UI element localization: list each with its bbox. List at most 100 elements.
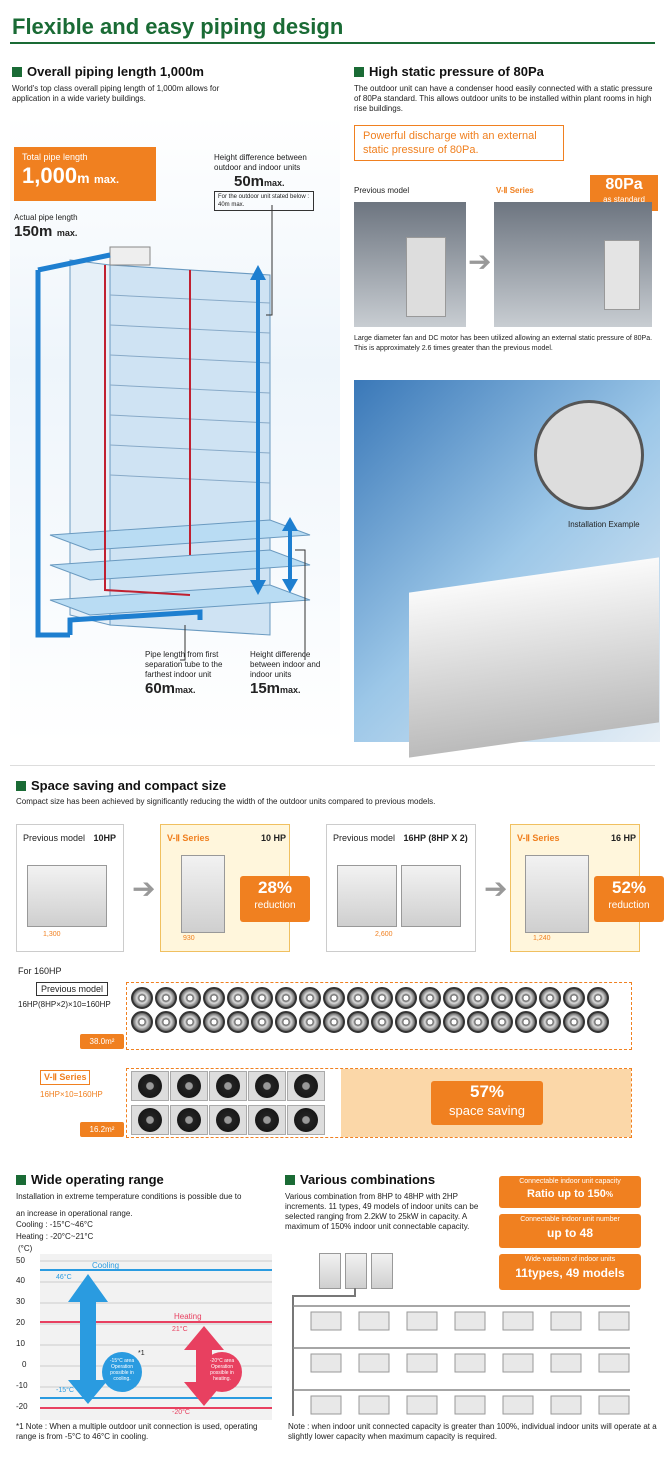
- heating-label: Heating: [174, 1312, 202, 1321]
- static-heading: High static pressure of 80Pa: [354, 64, 544, 79]
- indoor-height-label: Height difference between indoor and ind…: [250, 650, 321, 679]
- variation-value: 11types, 49 models: [515, 1266, 625, 1280]
- number-badge: Connectable indoor unit number up to 48: [499, 1214, 641, 1248]
- fan-icon: [563, 987, 585, 1009]
- panel-label: Previous model: [23, 833, 86, 843]
- fan-icon: [248, 1071, 286, 1101]
- reduction-pct: 52%: [611, 878, 647, 897]
- fan-icon: [467, 987, 489, 1009]
- panel-dim: 1,300: [43, 931, 61, 938]
- total-pipe-value: 1,000: [22, 163, 78, 188]
- fan-icon: [347, 987, 369, 1009]
- saving-label: space saving: [449, 1103, 525, 1118]
- indoor-height-callout: Height difference between indoor and ind…: [250, 650, 330, 698]
- fan-icon: [209, 1105, 247, 1135]
- fan-icon: [323, 1011, 345, 1033]
- combos-heading-text: Various combinations: [300, 1172, 436, 1187]
- fan-icon: [443, 1011, 465, 1033]
- badge-80pa-value: 80Pa: [605, 176, 643, 193]
- height-diff-callout: Height difference between outdoor and in…: [214, 153, 334, 211]
- outdoor-unit-image: [319, 1253, 341, 1289]
- fan-icon: [419, 987, 441, 1009]
- fan-icon: [227, 1011, 249, 1033]
- range-heading: Wide operating range: [16, 1172, 164, 1187]
- space-desc: Compact size has been achieved by signif…: [16, 797, 436, 806]
- v2-tag: V-Ⅱ Series: [40, 1070, 91, 1085]
- unit-image: [337, 865, 397, 927]
- fan-icon: [275, 1011, 297, 1033]
- space-heading-text: Space saving and compact size: [31, 778, 227, 793]
- fan-icon: [395, 1011, 417, 1033]
- total-pipe-label: Total pipe length: [22, 152, 88, 162]
- fan-icon: [131, 1011, 153, 1033]
- piping-desc: World's top class overall piping length …: [12, 84, 220, 103]
- tick-label: -10: [16, 1381, 28, 1390]
- fan-icon: [347, 1011, 369, 1033]
- panel-dim: 2,600: [375, 931, 393, 938]
- height-diff-max: max.: [264, 178, 285, 188]
- fan-icon: [131, 1105, 169, 1135]
- actual-pipe-max: max.: [56, 228, 78, 238]
- variation-badge: Wide variation of indoor units 11types, …: [499, 1254, 641, 1290]
- number-value: up to 48: [546, 1226, 593, 1240]
- heating-top-temp: 21°C: [172, 1326, 188, 1333]
- arrow-right-icon: ➔: [484, 873, 508, 904]
- separation-max: max.: [175, 685, 196, 695]
- pipe-network: [292, 1288, 630, 1416]
- reduction-badge-28: 28% reduction: [240, 876, 310, 922]
- separation-label: Pipe length from first separation tube t…: [145, 650, 223, 679]
- piping-illustration: [10, 115, 340, 745]
- fan-icon: [287, 1071, 325, 1101]
- actual-pipe-callout: Actual pipe length 150m max.: [14, 213, 78, 241]
- panel-hp: 10HP: [93, 833, 117, 843]
- fan-icon: [248, 1105, 286, 1135]
- heating-bottom-temp: -20°C: [172, 1409, 190, 1416]
- install-label: Installation Example: [568, 520, 640, 529]
- saved-space-area: 57% space saving: [341, 1069, 631, 1137]
- v2-formula: 16HP×10=160HP: [40, 1090, 103, 1099]
- combos-heading: Various combinations: [285, 1172, 435, 1187]
- range-cooling: Cooling : -15°C~46°C: [16, 1220, 93, 1229]
- fan-icon: [299, 987, 321, 1009]
- fan-icon: [251, 987, 273, 1009]
- combination-diagram: [285, 1248, 661, 1418]
- prev-model-photo: [354, 202, 466, 327]
- heating-bubble: -20°C area Operation possible in heating…: [209, 1358, 235, 1382]
- arrow-right-icon: ➔: [468, 246, 492, 277]
- piping-heading: Overall piping length 1,000m: [12, 64, 204, 79]
- range-note: *1 Note : When a multiple outdoor unit c…: [16, 1422, 258, 1441]
- capacity-label: Connectable indoor unit capacity: [519, 1178, 621, 1185]
- v2-fan-row: [131, 1071, 325, 1101]
- building-diagram: [35, 205, 311, 661]
- reduction-label: reduction: [608, 900, 650, 911]
- panel-label: Previous model: [333, 833, 396, 843]
- range-svg: [40, 1260, 272, 1409]
- fan-icon: [323, 987, 345, 1009]
- panel-prev-16hp: Previous model 16HP (8HP X 2) 2,600: [326, 824, 476, 952]
- range-heading-text: Wide operating range: [31, 1172, 164, 1187]
- fan-icon: [395, 987, 417, 1009]
- actual-pipe-value: 150m: [14, 223, 53, 240]
- unit-image: [525, 855, 589, 933]
- fan-icon: [203, 1011, 225, 1033]
- zoom-inset-image: [534, 400, 644, 510]
- cooling-label: Cooling: [92, 1261, 120, 1270]
- capacity-pct: %: [605, 1190, 613, 1199]
- fan-icon: [179, 1011, 201, 1033]
- space-saving-badge: 57% space saving: [431, 1081, 543, 1125]
- title-rule: [10, 42, 655, 44]
- for-160hp-label: For 160HP: [18, 966, 62, 976]
- fan-icon: [443, 987, 465, 1009]
- fan-icon: [371, 1011, 393, 1033]
- range-heating: Heating : -20°C~21°C: [16, 1232, 94, 1241]
- static-prev-label: Previous model: [354, 186, 410, 195]
- number-label: Connectable indoor unit number: [520, 1216, 620, 1223]
- variation-label: Wide variation of indoor units: [524, 1256, 616, 1263]
- tick-label: -20: [16, 1402, 28, 1411]
- section-marker-icon: [16, 780, 26, 791]
- reduction-pct: 28%: [257, 878, 293, 897]
- fan-icon: [587, 987, 609, 1009]
- fan-icon: [515, 1011, 537, 1033]
- fan-icon: [203, 987, 225, 1009]
- fan-icon: [371, 987, 393, 1009]
